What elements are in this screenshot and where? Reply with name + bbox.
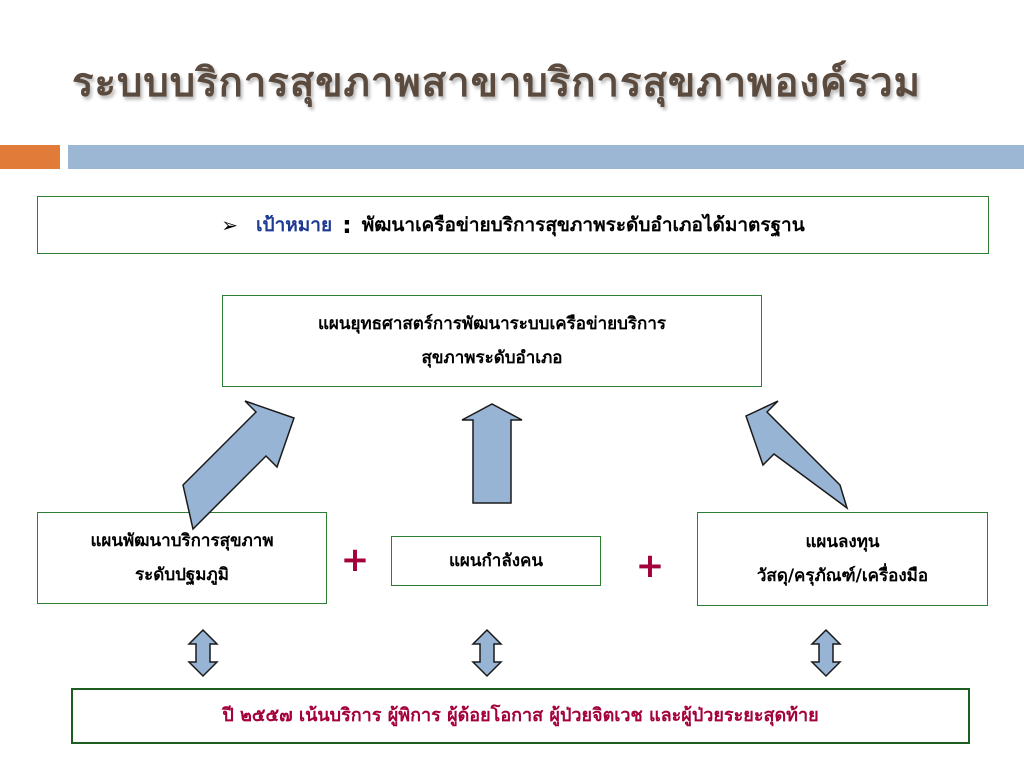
goal-label: เป้าหมาย bbox=[256, 214, 333, 236]
strategy-plan-line-1: แผนยุทธศาสตร์การพัฒนาระบบเครือข่ายบริการ bbox=[317, 314, 667, 334]
plus-sign: + bbox=[340, 540, 370, 580]
bullet-arrow-icon: ➢ bbox=[221, 213, 239, 237]
arrow-up-left-icon bbox=[745, 400, 849, 510]
accent-bar-blue bbox=[68, 145, 1024, 169]
primary-care-plan-line-1: แผนพัฒนาบริการสุขภาพ bbox=[90, 531, 274, 551]
workforce-plan-box: แผนกำลังคน bbox=[391, 536, 601, 586]
primary-care-plan-line-2: ระดับปฐมภูมิ bbox=[135, 565, 229, 585]
arrow-up-right-icon bbox=[182, 400, 295, 531]
goal-colon: : bbox=[342, 211, 352, 239]
plus-sign: + bbox=[635, 546, 665, 586]
investment-plan-box: แผนลงทุน วัสดุ/ครุภัณฑ์/เครื่องมือ bbox=[697, 512, 988, 606]
slide-title: ระบบบริการสุขภาพสาขาบริการสุขภาพองค์รวม bbox=[72, 60, 922, 106]
workforce-plan-label: แผนกำลังคน bbox=[448, 551, 544, 571]
strategy-plan-box: แผนยุทธศาสตร์การพัฒนาระบบเครือข่ายบริการ… bbox=[222, 295, 762, 387]
primary-care-plan-box: แผนพัฒนาบริการสุขภาพ ระดับปฐมภูมิ bbox=[37, 512, 327, 604]
focus-2557-text: ปี ๒๕๕๗ เน้นบริการ ผู้พิการ ผู้ด้อยโอกาส… bbox=[222, 705, 819, 726]
focus-2557-box: ปี ๒๕๕๗ เน้นบริการ ผู้พิการ ผู้ด้อยโอกาส… bbox=[71, 688, 970, 744]
double-arrow-vertical-icon bbox=[471, 628, 503, 678]
goal-text: พัฒนาเครือข่ายบริการสุขภาพระดับอำเภอได้ม… bbox=[361, 214, 805, 236]
accent-bar-orange bbox=[0, 145, 60, 169]
goal-box: ➢ เป้าหมาย : พัฒนาเครือข่ายบริการสุขภาพร… bbox=[37, 196, 989, 254]
arrow-up-icon bbox=[461, 403, 523, 504]
investment-plan-line-1: แผนลงทุน bbox=[805, 532, 880, 552]
investment-plan-line-2: วัสดุ/ครุภัณฑ์/เครื่องมือ bbox=[756, 566, 929, 586]
strategy-plan-line-2: สุขภาพระดับอำเภอ bbox=[421, 348, 563, 368]
double-arrow-vertical-icon bbox=[810, 628, 842, 678]
double-arrow-vertical-icon bbox=[187, 628, 219, 678]
